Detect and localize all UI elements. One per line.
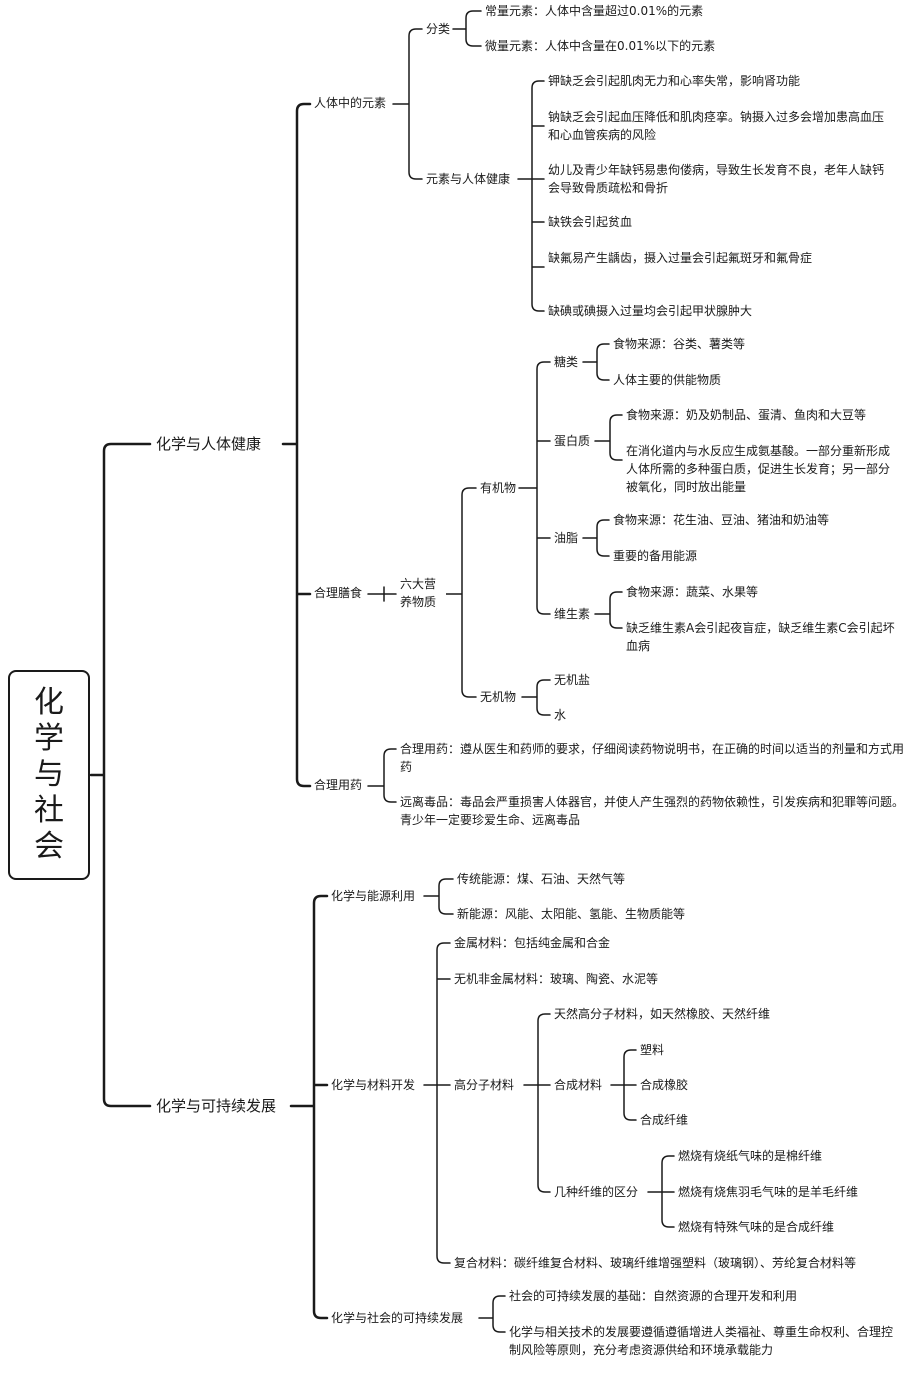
branch-health: 化学与人体健康 (154, 434, 264, 454)
bracket-sustainable (289, 894, 329, 1320)
node-material: 化学与材料开发 (329, 1076, 418, 1094)
bracket-energy (423, 878, 454, 915)
bracket-fiber (647, 1155, 675, 1228)
node-polymer: 高分子材料 (452, 1076, 517, 1094)
node-energy: 化学与能源利用 (329, 887, 418, 905)
leaf-water: 水 (552, 706, 569, 724)
leaf-fluorine: 缺氟易产生龋齿，摄入过量会引起氟斑牙和氟骨症 (546, 249, 828, 267)
node-drug: 合理用药 (312, 776, 365, 794)
leaf-natural-polymer: 天然高分子材料，如天然橡胶、天然纤维 (552, 1005, 773, 1023)
leaf-society-foundation: 社会的可持续发展的基础：自然资源的合理开发和利用 (507, 1287, 800, 1305)
leaf-potassium: 钾缺乏会引起肌肉无力和心率失常，影响肾功能 (546, 72, 803, 90)
leaf-plastic: 塑料 (638, 1041, 667, 1059)
leaf-society-principles: 化学与相关技术的发展要遵循遵循增进人类福祉、尊重生命权利、合理控制风险等原则，充… (507, 1323, 903, 1359)
bracket-polymer (523, 1013, 551, 1193)
leaf-calcium: 幼儿及青少年缺钙易患佝偻病，导致生长发育不良，老年人缺钙会导致骨质疏松和骨折 (546, 161, 890, 197)
bracket-material (423, 942, 451, 1264)
bracket-fat (582, 519, 610, 557)
node-vitamin: 维生素 (552, 605, 593, 623)
bracket-sugar (582, 343, 610, 381)
leaf-avoid-drugs: 远离毒品：毒品会严重损害人体器官，并使人产生强烈的药物依赖性，引发疾病和犯罪等问… (398, 793, 906, 829)
leaf-sugar-source: 食物来源：谷类、薯类等 (611, 335, 748, 353)
leaf-protein-role: 在消化道内与水反应生成氨基酸。一部分重新形成人体所需的多种蛋白质，促进生长发育；… (624, 442, 900, 496)
leaf-new-energy: 新能源：风能、太阳能、氢能、生物质能等 (455, 905, 688, 923)
leaf-sugar-role: 人体主要的供能物质 (611, 371, 724, 389)
bracket-root (89, 442, 152, 1108)
leaf-traditional-energy: 传统能源：煤、石油、天然气等 (455, 870, 628, 888)
leaf-fat-role: 重要的备用能源 (611, 547, 700, 565)
bracket-society (478, 1295, 506, 1333)
leaf-iodine: 缺碘或碘摄入过量均会引起甲状腺肿大 (546, 302, 755, 320)
bracket-six-nutrients (444, 487, 477, 698)
leaf-proper-drug-use: 合理用药：遵从医生和药师的要求，仔细阅读药物说明书，在正确的时间以适当的剂量和方… (398, 740, 906, 776)
leaf-iron: 缺铁会引起贫血 (546, 213, 635, 231)
bracket-diet (367, 586, 397, 602)
bracket-drug (367, 748, 397, 803)
node-classification: 分类 (424, 20, 453, 38)
leaf-nonmetal-material: 无机非金属材料：玻璃、陶瓷、水泥等 (452, 970, 661, 988)
leaf-vitamin-role: 缺乏维生素A会引起夜盲症，缺乏维生素C会引起坏血病 (624, 619, 906, 655)
leaf-wool-fiber: 燃烧有烧焦羽毛气味的是羊毛纤维 (676, 1183, 861, 1201)
leaf-protein-source: 食物来源：奶及奶制品、蛋清、鱼肉和大豆等 (624, 406, 869, 424)
leaf-synthetic-rubber: 合成橡胶 (638, 1076, 691, 1094)
leaf-synthetic-fiber-burn: 燃烧有特殊气味的是合成纤维 (676, 1218, 837, 1236)
bracket-organic (518, 361, 551, 615)
branch-sustainable: 化学与可持续发展 (154, 1096, 279, 1116)
leaf-macro-elements: 常量元素：人体中含量超过0.01%的元素 (483, 2, 706, 20)
leaf-salt: 无机盐 (552, 671, 593, 689)
node-six-nutrients: 六大营养物质 (398, 575, 446, 611)
node-elements: 人体中的元素 (312, 94, 389, 112)
leaf-fat-source: 食物来源：花生油、豆油、猪油和奶油等 (611, 511, 832, 529)
bracket-synthetic (610, 1049, 637, 1121)
bracket-inorganic (521, 679, 551, 716)
bracket-elements (392, 28, 423, 180)
leaf-cotton-fiber: 燃烧有烧纸气味的是棉纤维 (676, 1147, 825, 1165)
leaf-trace-elements: 微量元素：人体中含量在0.01%以下的元素 (483, 37, 718, 55)
root-node: 化学与社会 (8, 670, 90, 880)
node-fat: 油脂 (552, 529, 581, 547)
node-inorganic: 无机物 (478, 688, 519, 706)
leaf-synthetic-fiber: 合成纤维 (638, 1111, 691, 1129)
node-society: 化学与社会的可持续发展 (329, 1309, 466, 1327)
root-label: 化学与社会 (34, 685, 64, 864)
leaf-vitamin-source: 食物来源：蔬菜、水果等 (624, 583, 761, 601)
node-organic: 有机物 (478, 479, 519, 497)
bracket-element-health (517, 80, 545, 312)
node-diet: 合理膳食 (312, 584, 365, 602)
node-element-health: 元素与人体健康 (424, 170, 513, 188)
leaf-composite-material: 复合材料：碳纤维复合材料、玻璃纤维增强塑料（玻璃钢）、芳纶复合材料等 (452, 1254, 859, 1272)
node-sugar: 糖类 (552, 353, 581, 371)
leaf-sodium: 钠缺乏会引起血压降低和肌肉痉挛。钠摄入过多会增加患高血压和心血管疾病的风险 (546, 108, 890, 144)
leaf-metal-material: 金属材料：包括纯金属和合金 (452, 934, 613, 952)
bracket-health (281, 102, 312, 788)
bracket-classification (452, 10, 482, 47)
bracket-vitamin (594, 591, 623, 629)
node-fiber-distinguish: 几种纤维的区分 (552, 1183, 641, 1201)
node-protein: 蛋白质 (552, 432, 593, 450)
node-synthetic: 合成材料 (552, 1076, 605, 1094)
bracket-protein (594, 414, 623, 461)
